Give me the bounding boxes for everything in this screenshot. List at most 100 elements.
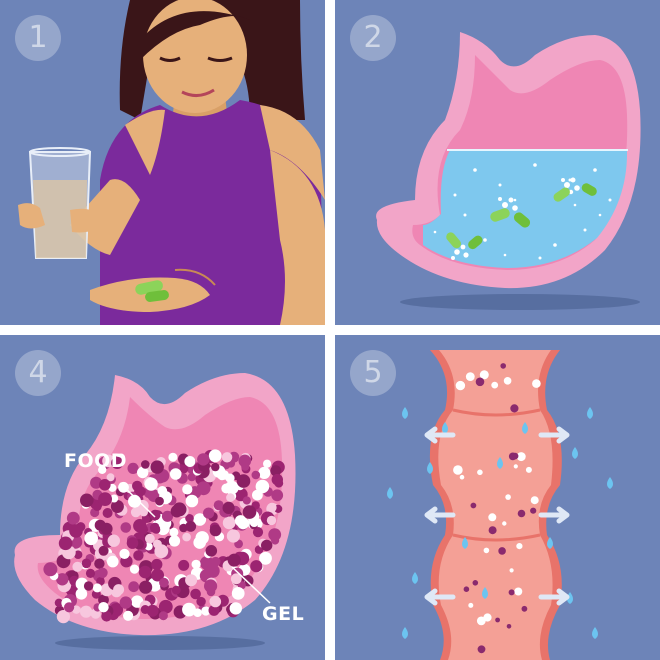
pellet <box>185 521 197 532</box>
pellet <box>54 598 64 607</box>
particle <box>516 543 523 550</box>
green-capsule <box>446 183 597 250</box>
particle <box>506 624 512 629</box>
arrow-left-icon <box>424 426 456 444</box>
water-drop-icon <box>482 587 488 599</box>
water-drop-icon <box>607 477 613 489</box>
pellet <box>137 466 149 479</box>
particle <box>525 466 532 473</box>
pellet <box>250 560 263 573</box>
pellet <box>227 553 241 567</box>
green-capsule <box>135 280 169 302</box>
particle <box>491 381 499 389</box>
particle <box>513 464 518 469</box>
pellet <box>96 577 105 586</box>
pellet <box>129 564 140 574</box>
pellet <box>158 611 168 621</box>
pellet <box>187 473 196 482</box>
pellet <box>128 581 140 593</box>
water-drop-icon <box>572 447 578 459</box>
pellet <box>229 602 242 615</box>
pellet <box>252 527 264 538</box>
pellet <box>146 604 159 617</box>
pellet <box>98 545 109 556</box>
pellet <box>230 573 242 585</box>
pellet <box>106 473 115 482</box>
pellet <box>193 536 206 549</box>
water-glass <box>28 147 92 259</box>
panel-step-2: 2 <box>335 0 660 325</box>
water-drop-icon <box>427 462 433 474</box>
pellet <box>201 606 211 616</box>
particle <box>498 547 506 555</box>
water-drop-icon <box>587 407 593 419</box>
pellet <box>149 509 161 521</box>
pellet <box>94 558 105 569</box>
pellet <box>73 550 83 559</box>
pellet <box>72 605 81 614</box>
pellet <box>168 452 178 462</box>
pellet <box>154 471 166 484</box>
pellet <box>157 486 168 496</box>
step-number-badge: 4 <box>15 350 61 396</box>
step-number-badge: 5 <box>350 350 396 396</box>
stomach-liquid-illustration <box>376 32 641 310</box>
pellet <box>97 567 108 578</box>
pellet <box>94 519 106 531</box>
pellet <box>72 561 83 572</box>
pellet <box>107 555 119 568</box>
pellet <box>261 539 273 552</box>
pellet <box>132 480 143 492</box>
pellet <box>98 492 112 506</box>
pellet <box>83 581 94 591</box>
pellet <box>231 587 245 600</box>
particle <box>500 363 506 369</box>
particle <box>502 521 507 526</box>
particle <box>483 547 490 554</box>
step-number: 2 <box>363 20 383 55</box>
particle <box>510 404 519 413</box>
pellet <box>221 452 233 463</box>
pellet <box>133 519 147 533</box>
pellet <box>266 515 277 526</box>
pellet <box>185 494 199 508</box>
pellet <box>263 459 272 468</box>
pellet <box>99 479 111 491</box>
pellet <box>255 479 270 494</box>
pellet <box>208 604 220 616</box>
pellet <box>98 465 107 474</box>
water-drop-icon <box>387 487 393 499</box>
pellet <box>224 480 239 495</box>
pellet <box>178 559 190 571</box>
particle <box>495 617 500 623</box>
pellet <box>110 500 124 513</box>
pellet <box>98 594 109 606</box>
pellet <box>75 588 88 600</box>
pellet <box>203 507 215 519</box>
pellet <box>111 456 124 469</box>
water-drop-icon <box>462 537 468 549</box>
pellet <box>169 468 182 480</box>
pellet <box>222 501 235 514</box>
pellet <box>66 511 80 525</box>
pellet <box>130 507 141 518</box>
pellet <box>208 449 222 463</box>
particle <box>472 580 479 586</box>
pellet <box>191 559 201 569</box>
pellet <box>271 489 284 502</box>
pellet <box>185 574 198 587</box>
pellet <box>158 599 173 614</box>
pellet <box>92 583 102 593</box>
woman-illustration <box>18 0 325 325</box>
particle <box>455 380 466 391</box>
pellet <box>150 460 164 474</box>
pellet <box>252 489 263 501</box>
pellet <box>209 595 222 608</box>
panel-step-5: 5 <box>335 335 660 660</box>
pellet <box>98 602 109 613</box>
pellet <box>113 584 125 596</box>
step-number-badge: 1 <box>15 15 61 61</box>
pellet <box>182 484 193 495</box>
particle <box>508 452 517 461</box>
step-number: 5 <box>363 355 383 390</box>
